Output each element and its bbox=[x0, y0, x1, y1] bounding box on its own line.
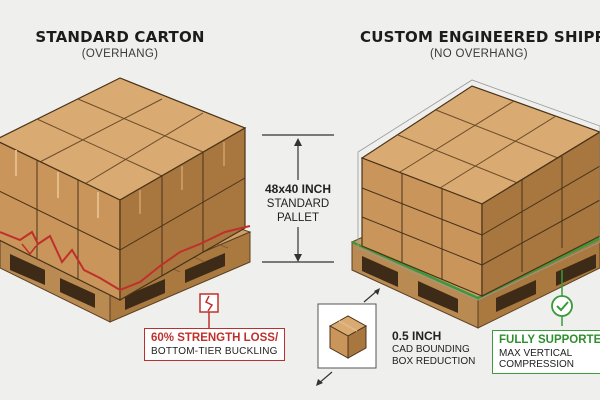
cad-line1: CAD BOUNDING bbox=[392, 344, 470, 355]
crack-warning bbox=[199, 293, 219, 328]
dimension-arrows bbox=[262, 134, 334, 263]
pallet-size: 48x40 INCH bbox=[264, 182, 332, 196]
strength-loss-sub: BOTTOM-TIER BUCKLING bbox=[151, 346, 278, 357]
check-indicator bbox=[551, 270, 573, 326]
right-carton-stack bbox=[357, 79, 600, 301]
fully-supported-callout: FULLY SUPPORTED MAX VERTICAL COMPRESSION bbox=[492, 330, 600, 374]
left-subtitle: (OVERHANG) bbox=[81, 48, 159, 60]
strength-loss-callout: 60% STRENGTH LOSS/ BOTTOM-TIER BUCKLING bbox=[144, 328, 286, 361]
left-title: STANDARD CARTON bbox=[35, 28, 205, 46]
fully-supported-sub: MAX VERTICAL COMPRESSION bbox=[499, 348, 575, 370]
pallet-standard: STANDARD bbox=[266, 198, 330, 210]
cad-line2: BOX REDUCTION bbox=[392, 356, 476, 367]
pallet-word: PALLET bbox=[277, 212, 319, 224]
cad-value: 0.5 INCH bbox=[392, 329, 442, 343]
strength-loss-title: 60% STRENGTH LOSS/ bbox=[151, 332, 279, 344]
pallet-label: 48x40 INCH STANDARD PALLET bbox=[264, 180, 332, 227]
right-subtitle: (NO OVERHANG) bbox=[430, 48, 528, 60]
cad-box bbox=[316, 288, 380, 386]
right-title: CUSTOM ENGINEERED SHIPPER bbox=[360, 28, 600, 46]
fully-supported-title: FULLY SUPPORTED bbox=[499, 334, 600, 346]
left-carton-stack bbox=[0, 77, 251, 302]
cad-label: 0.5 INCH CAD BOUNDING BOX REDUCTION bbox=[392, 330, 475, 368]
